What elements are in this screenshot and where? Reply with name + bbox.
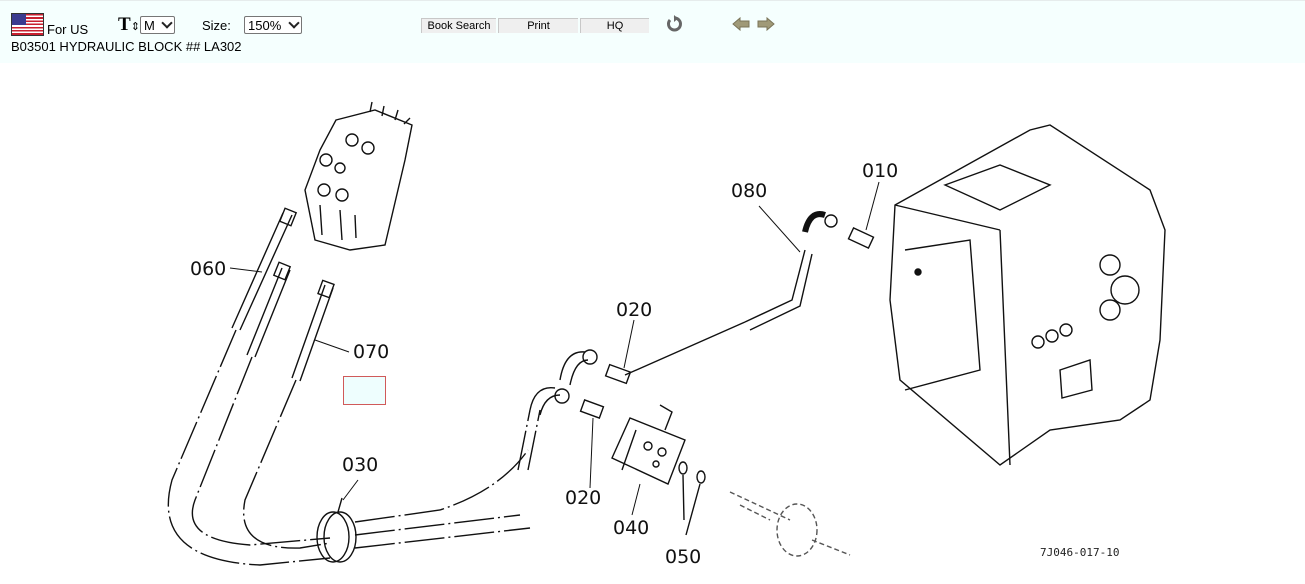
callout-010[interactable]: 010	[862, 160, 898, 182]
zoom-value: 150%	[248, 18, 282, 33]
o-rings-050	[678, 461, 706, 536]
hq-button[interactable]: HQ	[580, 18, 649, 33]
mating-flange	[729, 491, 851, 557]
toolbar: For US T⇕ M Size: 150% Book Search Print…	[0, 0, 1305, 63]
parts-diagram: 010 020 020 030 040 050 060 070 080 7J04…	[167, 101, 1166, 568]
callout-labels: 010 020 020 030 040 050 060 070 080 7J04…	[190, 160, 1119, 568]
book-search-button[interactable]: Book Search	[421, 18, 496, 33]
elbow-fittings	[529, 349, 632, 419]
arrow-left-icon[interactable]	[732, 17, 750, 31]
pipe-070	[291, 279, 335, 382]
us-flag-icon[interactable]	[11, 13, 44, 36]
adaptor-010	[847, 226, 875, 250]
chevron-down-icon	[161, 17, 173, 29]
diagram-reference-code: 7J046-017-10	[1040, 546, 1119, 559]
callout-030[interactable]: 030	[342, 454, 378, 476]
callout-050[interactable]: 050	[665, 546, 701, 568]
pipe-060	[231, 207, 298, 358]
chevron-down-icon	[288, 17, 300, 29]
arrow-right-icon[interactable]	[757, 17, 775, 31]
callout-020-lower[interactable]: 020	[565, 487, 601, 509]
callout-070[interactable]: 070	[353, 341, 389, 363]
callout-080[interactable]: 080	[731, 180, 767, 202]
callout-060[interactable]: 060	[190, 258, 226, 280]
callout-020-upper[interactable]: 020	[616, 299, 652, 321]
selection-hotspot[interactable]	[343, 376, 386, 405]
transmission-case	[889, 124, 1166, 466]
zoom-label: Size:	[202, 18, 231, 33]
control-valve-assembly	[304, 101, 413, 251]
reload-icon[interactable]	[665, 15, 683, 33]
region-label[interactable]: For US	[47, 22, 89, 37]
hydraulic-hoses	[167, 329, 541, 566]
callout-leaders	[229, 181, 880, 516]
pipe-080	[624, 211, 838, 376]
text-size-value: M	[144, 18, 155, 33]
text-size-icon: T⇕	[118, 14, 140, 35]
hose-clamp-030	[316, 497, 357, 563]
hydraulic-block-040	[611, 404, 686, 485]
callout-040[interactable]: 040	[613, 517, 649, 539]
section-title: B03501 HYDRAULIC BLOCK ## LA302	[11, 39, 242, 54]
print-button[interactable]: Print	[498, 18, 578, 33]
text-size-select[interactable]: M	[140, 16, 175, 34]
zoom-select[interactable]: 150%	[244, 16, 302, 34]
